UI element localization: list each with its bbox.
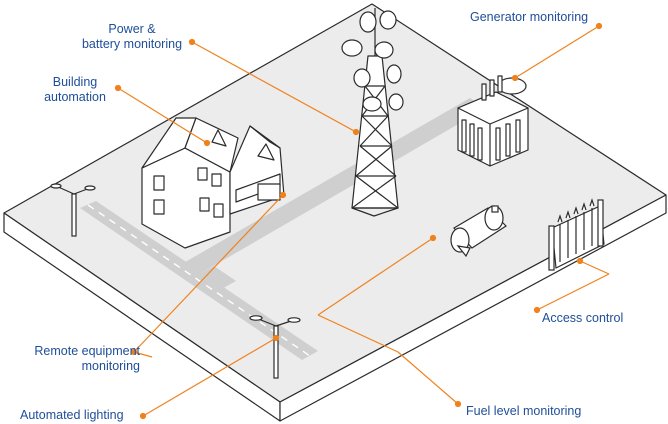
label-building-line1: Building	[52, 75, 98, 89]
label-building-line2: automation	[44, 90, 106, 104]
label-fuel-level: Fuel level monitoring	[466, 404, 582, 418]
leader-remote	[130, 191, 287, 358]
leader-power	[188, 38, 360, 136]
label-power-line2: battery monitoring	[81, 37, 183, 51]
leader-generator	[511, 22, 603, 82]
road-center-dashes	[87, 204, 311, 357]
label-remote-equipment: Remote equipment monitoring	[2, 344, 140, 374]
leader-access	[533, 257, 610, 314]
street-light-left	[50, 183, 96, 237]
label-remote-line2: monitoring	[81, 359, 140, 373]
generator	[457, 75, 529, 167]
label-power-line1: Power &	[108, 22, 156, 36]
leader-lighting	[139, 334, 280, 420]
leader-building	[114, 84, 211, 147]
label-power-battery: Power & battery monitoring	[66, 22, 198, 52]
label-remote-line1: Remote equipment	[34, 344, 140, 358]
house	[141, 117, 285, 249]
label-access-control: Access control	[542, 311, 624, 325]
label-automated-lighting: Automated lighting	[20, 408, 124, 422]
leader-lines	[114, 22, 610, 420]
telecom-tower	[341, 8, 404, 217]
street-light-right	[249, 315, 301, 379]
leader-fuel	[317, 234, 462, 408]
access-gate	[548, 198, 605, 271]
fuel-tank	[450, 205, 507, 258]
label-building-automation: Building automation	[34, 75, 116, 105]
label-generator: Generator monitoring	[470, 10, 589, 24]
